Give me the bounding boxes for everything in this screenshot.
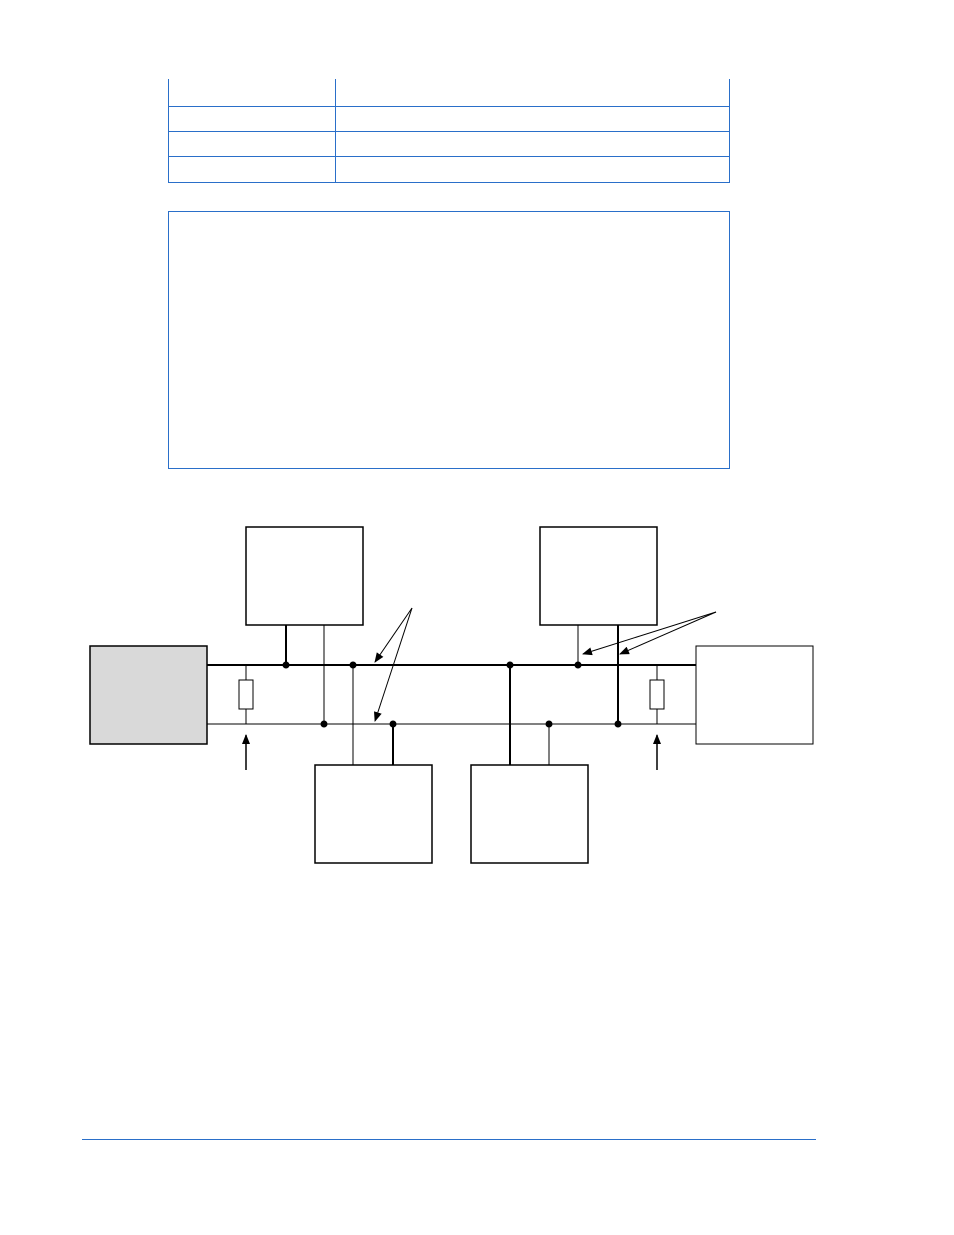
junction-dot xyxy=(506,661,514,669)
termination-resistor-left xyxy=(238,679,254,710)
junction-dot xyxy=(545,720,553,728)
junction-dot xyxy=(320,720,328,728)
end-device xyxy=(695,645,814,745)
note-box xyxy=(168,211,730,469)
footer-rule xyxy=(82,1139,816,1140)
spec-table xyxy=(168,79,730,183)
device-bottom-left xyxy=(314,764,433,864)
callout-arrow-left-lower xyxy=(373,607,413,722)
device-top-right xyxy=(539,526,658,626)
table-row-divider xyxy=(168,131,730,132)
device-top-left xyxy=(245,526,364,626)
callout-arrow-left-upper xyxy=(374,607,413,663)
callout-arrow-right-lower xyxy=(619,611,717,655)
junction-dot xyxy=(614,720,622,728)
table-row-divider xyxy=(168,106,730,107)
junction-dot xyxy=(349,661,357,669)
junction-dot xyxy=(282,661,290,669)
junction-dot xyxy=(389,720,397,728)
device-bottom-right xyxy=(470,764,589,864)
bus-wiring-diagram xyxy=(89,526,814,864)
junction-dot xyxy=(574,661,582,669)
table-bottom-border xyxy=(168,182,730,183)
table-row-divider xyxy=(168,156,730,157)
master-device xyxy=(89,645,208,745)
callout-arrow-right-upper xyxy=(582,611,717,656)
termination-resistor-right xyxy=(649,679,665,710)
